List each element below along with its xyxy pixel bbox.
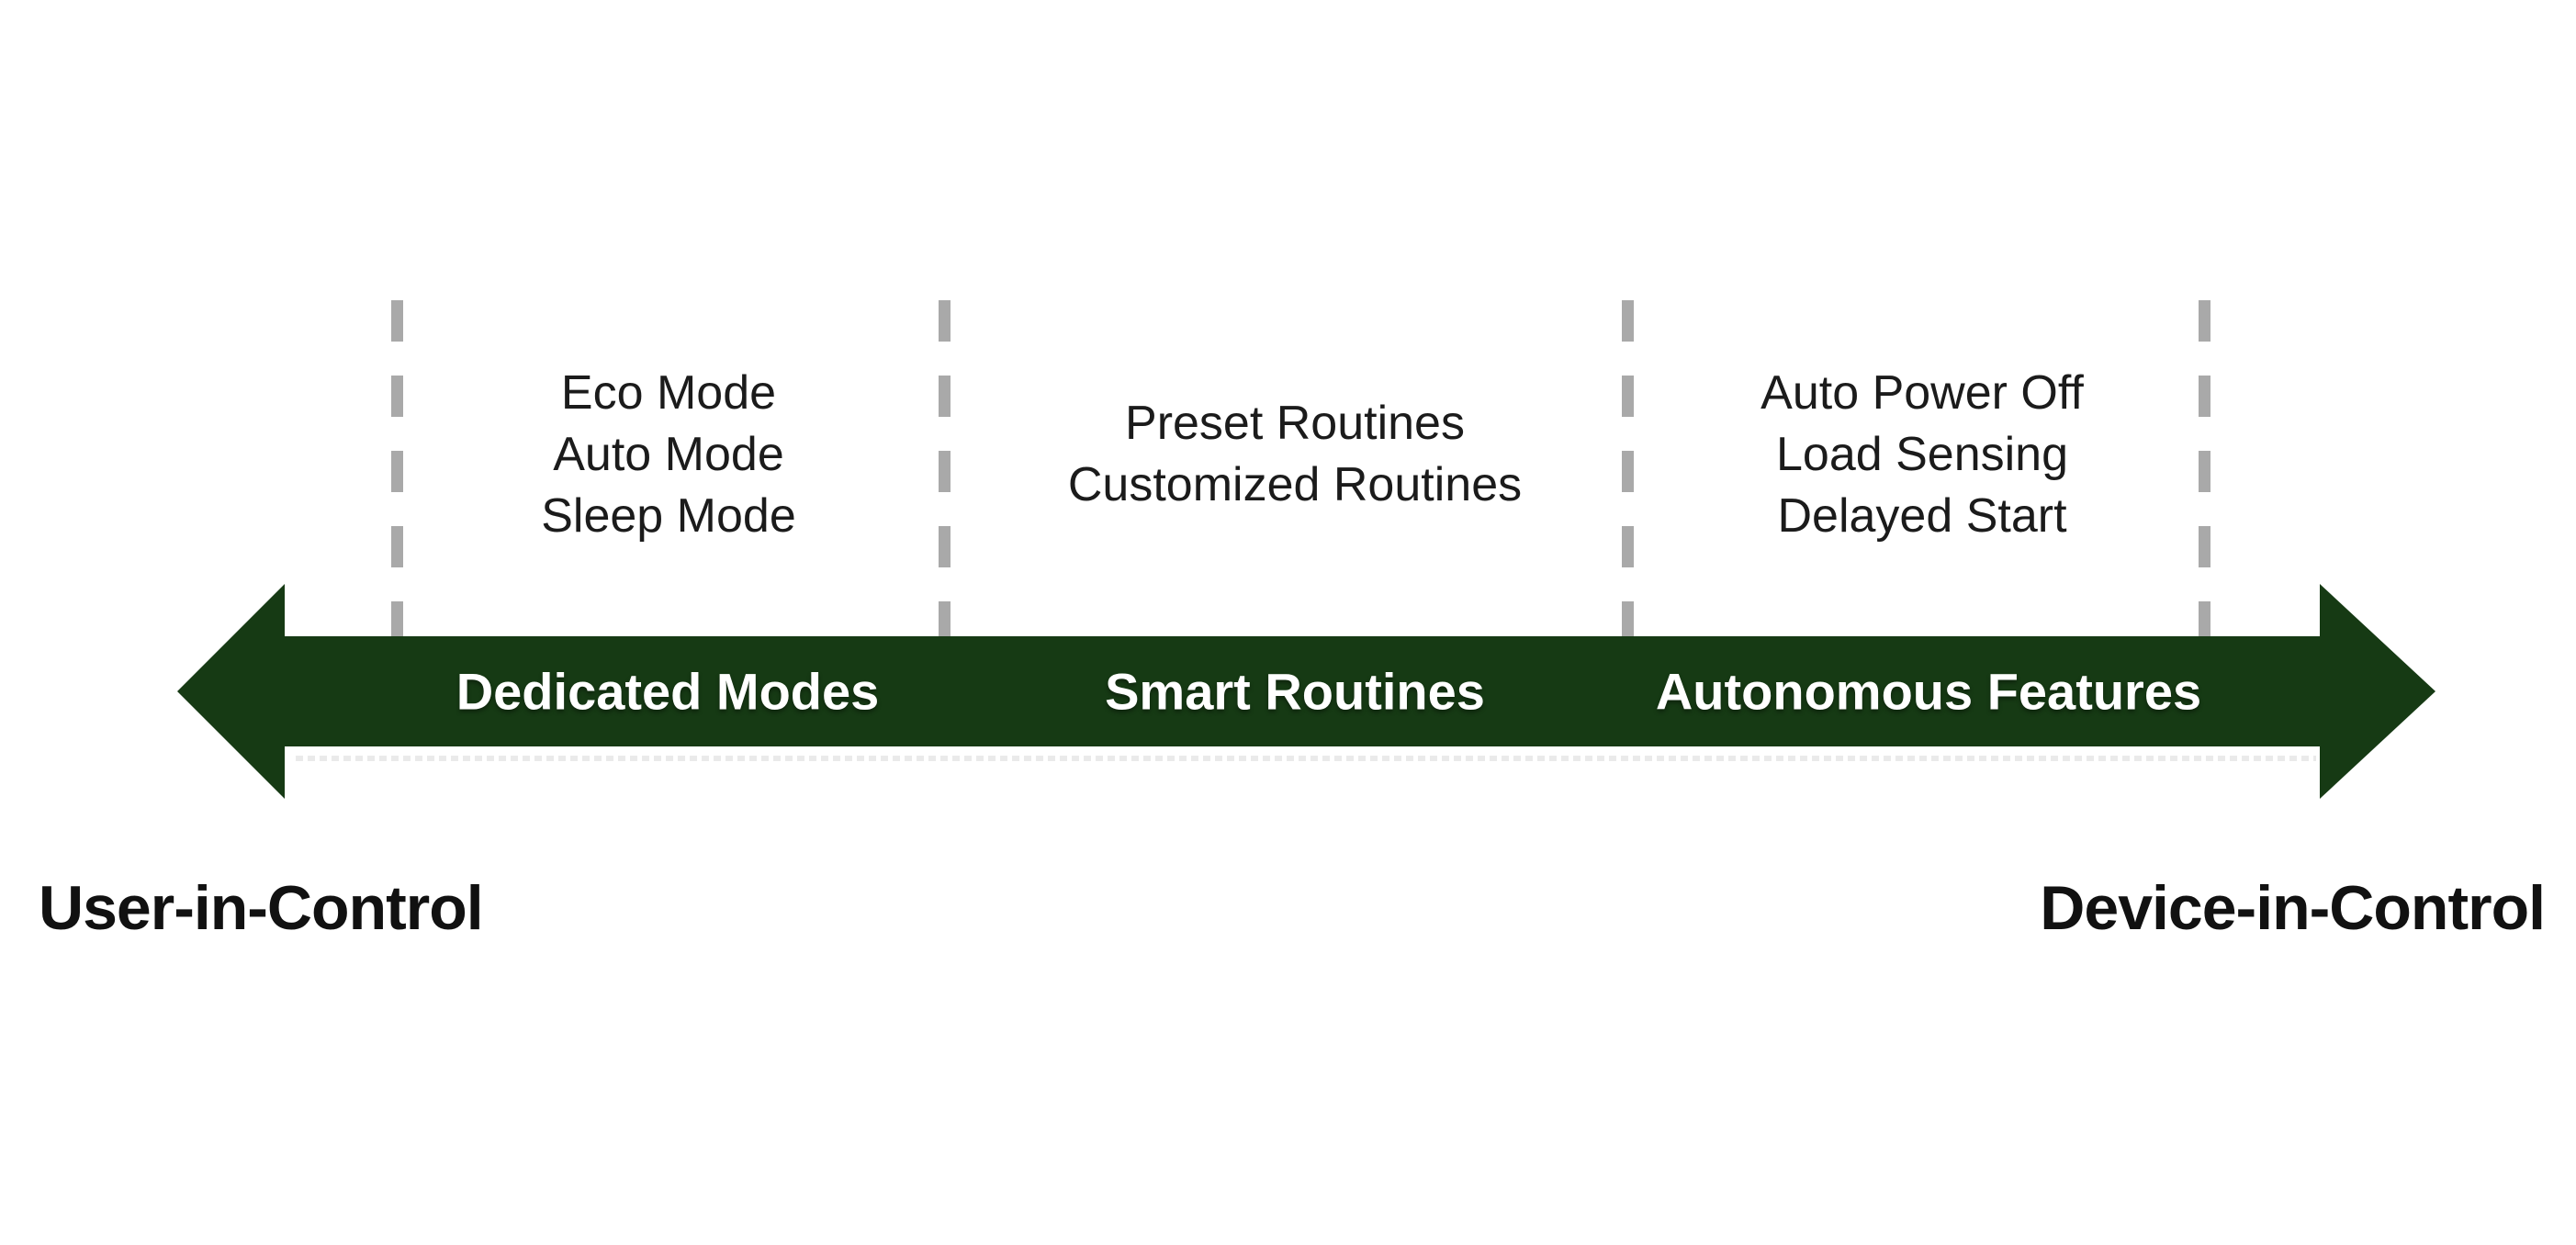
feature-item: Sleep Mode <box>541 489 796 543</box>
divider-line-3 <box>1622 300 1634 636</box>
divider-line-4 <box>2199 300 2210 636</box>
arrow-right-head <box>2320 584 2435 799</box>
arrow-left-head <box>177 584 285 799</box>
feature-item: Preset Routines <box>1125 397 1465 450</box>
divider-line-2 <box>939 300 951 636</box>
arrow-body <box>283 636 2320 746</box>
feature-item: Eco Mode <box>560 366 777 420</box>
section-label-smart-routines: Smart Routines <box>1105 662 1485 721</box>
left-end-label: User-in-Control <box>39 873 484 943</box>
feature-list-smart-routines: Preset Routines Customized Routines <box>1068 393 1522 516</box>
divider-line-1 <box>391 300 403 636</box>
feature-item: Auto Power Off <box>1760 366 2084 420</box>
feature-item: Delayed Start <box>1777 489 2067 543</box>
section-label-dedicated-modes: Dedicated Modes <box>456 662 880 721</box>
right-end-label: Device-in-Control <box>2040 873 2546 943</box>
feature-list-dedicated-modes: Eco Mode Auto Mode Sleep Mode <box>541 363 796 547</box>
feature-item: Customized Routines <box>1067 458 1523 511</box>
feature-list-autonomous-features: Auto Power Off Load Sensing Delayed Star… <box>1760 363 2084 547</box>
arrow-reflection-dashes <box>296 756 2316 761</box>
section-label-autonomous-features: Autonomous Features <box>1655 662 2202 721</box>
feature-item: Load Sensing <box>1775 428 2069 481</box>
feature-item: Auto Mode <box>553 428 784 481</box>
